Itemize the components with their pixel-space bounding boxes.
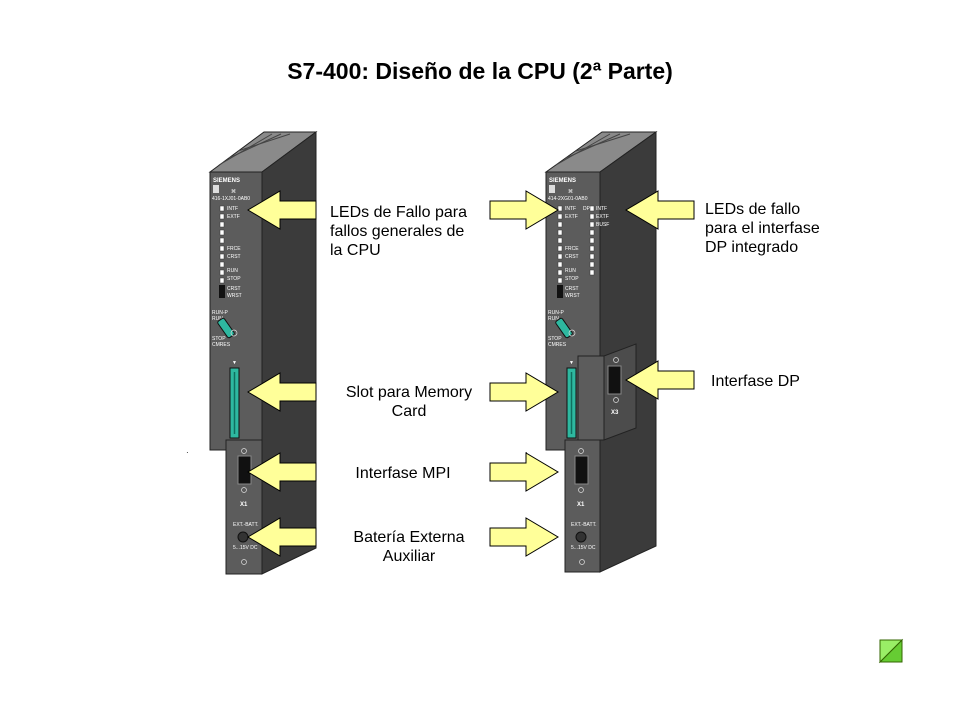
right-dp-led-intf: INTF — [596, 206, 607, 212]
right-led-intf: INTF — [565, 206, 576, 212]
label-memory-card: Slot para Memory Card — [328, 383, 490, 421]
right-mpi-port — [574, 455, 589, 485]
left-mode-run: RUN — [212, 316, 223, 322]
left-order-no: 416-1XJ01-0AB0 — [212, 196, 250, 202]
arrow-mpi-right — [489, 452, 559, 492]
right-batt-label: EXT.-BATT. — [571, 522, 596, 528]
right-mode-key — [555, 317, 573, 339]
right-dp-led-busf: BUSF — [596, 222, 609, 228]
right-battery-socket — [575, 531, 587, 543]
right-mode-runp: RUN-P — [548, 310, 564, 316]
left-led-extf: EXTF — [227, 214, 240, 220]
right-dp-led-extf: EXTF — [596, 214, 609, 220]
right-led-frce: FRCE — [565, 246, 579, 252]
corner-triangle-icon — [878, 638, 904, 664]
left-led-column — [219, 205, 225, 284]
label-bateria-line2: Auxiliar — [382, 548, 436, 565]
left-brand: SIEMENS — [213, 178, 240, 184]
arrow-battery-right — [489, 517, 559, 557]
label-bateria: Batería Externa Auxiliar — [328, 528, 490, 566]
right-batt-voltage: 5...15V DC — [571, 545, 596, 551]
right-led-run: RUN — [565, 268, 576, 274]
right-port-x1: X1 — [577, 502, 585, 508]
left-led-run: RUN — [227, 268, 238, 274]
left-card-arrow-icon: ▼ — [232, 360, 237, 366]
label-leds-cpu-line3: la CPU — [330, 242, 381, 259]
left-reset-switch — [219, 285, 225, 298]
right-order-no: 414-2XG01-0AB0 — [548, 196, 588, 202]
left-led-crst: CRST — [227, 254, 241, 260]
label-interfase-mpi: Interfase MPI — [355, 465, 451, 482]
right-logo-icon: ⌘ — [568, 189, 573, 195]
label-memory-card-line1: Slot para Memory — [345, 384, 473, 401]
label-leds-cpu-line1: LEDs de Fallo para — [330, 204, 467, 221]
left-mpi-port — [237, 455, 252, 485]
left-led-intf: INTF — [227, 206, 238, 212]
left-mode-stop: STOP — [212, 336, 226, 342]
label-leds-dp: LEDs de fallo para el interfase DP integ… — [705, 200, 820, 257]
right-brand: SIEMENS — [549, 178, 576, 184]
left-led-stop: STOP — [227, 276, 241, 282]
left-batt-voltage: 5...15V DC — [233, 545, 258, 551]
left-battery-socket — [237, 531, 249, 543]
svg-text:·: · — [186, 448, 189, 457]
right-led-stop: STOP — [565, 276, 579, 282]
right-mode-cmres: CMRES — [548, 342, 567, 348]
label-memory-card-line2: Card — [391, 403, 427, 420]
left-mode-key — [217, 317, 235, 339]
right-mode-run: RUN — [548, 316, 559, 322]
right-port-x3: X3 — [611, 410, 619, 416]
right-reset-wrst: WRST — [565, 293, 580, 299]
svg-text:·: · — [525, 448, 528, 457]
page-title: S7-400: Diseño de la CPU (2ª Parte) — [287, 58, 673, 84]
right-reset-crst: CRST — [565, 286, 579, 292]
label-bateria-line1: Batería Externa — [353, 529, 465, 546]
cpu-module-left: SIEMENS ⌘ 416-1XJ01-0AB0 INTF EXTF FRCE … — [186, 131, 318, 575]
right-led-crst: CRST — [565, 254, 579, 260]
left-logo-icon: ⌘ — [231, 189, 236, 195]
left-batt-label: EXT.-BATT. — [233, 522, 258, 528]
left-lock-icon — [213, 185, 219, 193]
right-led-extf: EXTF — [565, 214, 578, 220]
right-card-arrow-icon: ▼ — [569, 360, 574, 366]
label-leds-cpu-line2: fallos generales de — [330, 223, 465, 240]
left-mode-cmres: CMRES — [212, 342, 231, 348]
left-reset-wrst: WRST — [227, 293, 242, 299]
label-leds-dp-line1: LEDs de fallo — [705, 201, 801, 218]
right-dp-led-column — [589, 205, 595, 276]
left-mode-runp: RUN-P — [212, 310, 228, 316]
label-interfase-dp: Interfase DP — [711, 373, 800, 390]
right-lock-icon — [549, 185, 555, 193]
right-dp-header: DP — [583, 206, 591, 212]
right-dp-port — [607, 365, 622, 395]
left-port-x1: X1 — [240, 502, 248, 508]
cpu-module-right: SIEMENS ⌘ 414-2XG01-0AB0 INTF EXTF DP IN… — [525, 131, 658, 573]
right-mode-stop: STOP — [548, 336, 562, 342]
label-leds-dp-line2: para el interfase — [705, 220, 820, 237]
left-led-frce: FRCE — [227, 246, 241, 252]
label-leds-cpu: LEDs de Fallo para fallos generales de l… — [330, 203, 467, 260]
right-reset-switch — [557, 285, 563, 298]
right-led-column — [557, 205, 563, 284]
label-leds-dp-line3: DP integrado — [705, 239, 799, 256]
left-reset-crst: CRST — [227, 286, 241, 292]
